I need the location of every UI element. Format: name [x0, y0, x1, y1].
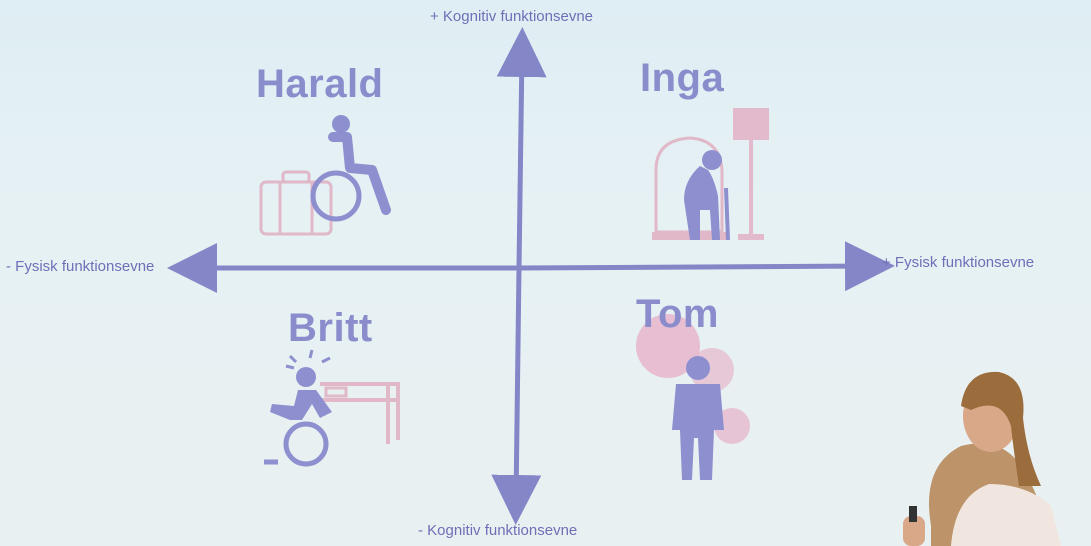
presenter-person	[903, 371, 1061, 546]
persona-name-harald: Harald	[256, 62, 384, 106]
persona-name-tom: Tom	[636, 292, 719, 336]
vertical-axis-down	[491, 267, 542, 525]
horizontal-axis-right	[518, 241, 895, 292]
persona-name-britt: Britt	[288, 306, 373, 350]
standing-person-bubbles-icon	[636, 314, 750, 480]
persona-name-inga: Inga	[640, 56, 725, 100]
vertical-axis	[496, 27, 547, 269]
axis-label-right: + Fysisk funktionsevne	[882, 254, 1035, 271]
axis-label-bottom: - Kognitiv funktionsevne	[418, 522, 578, 539]
axis-label-top: + Kognitiv funktionsevne	[430, 8, 594, 25]
wheelchair-suitcase-icon	[259, 115, 391, 236]
elderly-walker-armchair-icon	[652, 108, 769, 241]
pain-wheelchair-bed-icon	[264, 349, 400, 467]
axis-label-left: - Fysisk funktionsevne	[6, 258, 155, 275]
